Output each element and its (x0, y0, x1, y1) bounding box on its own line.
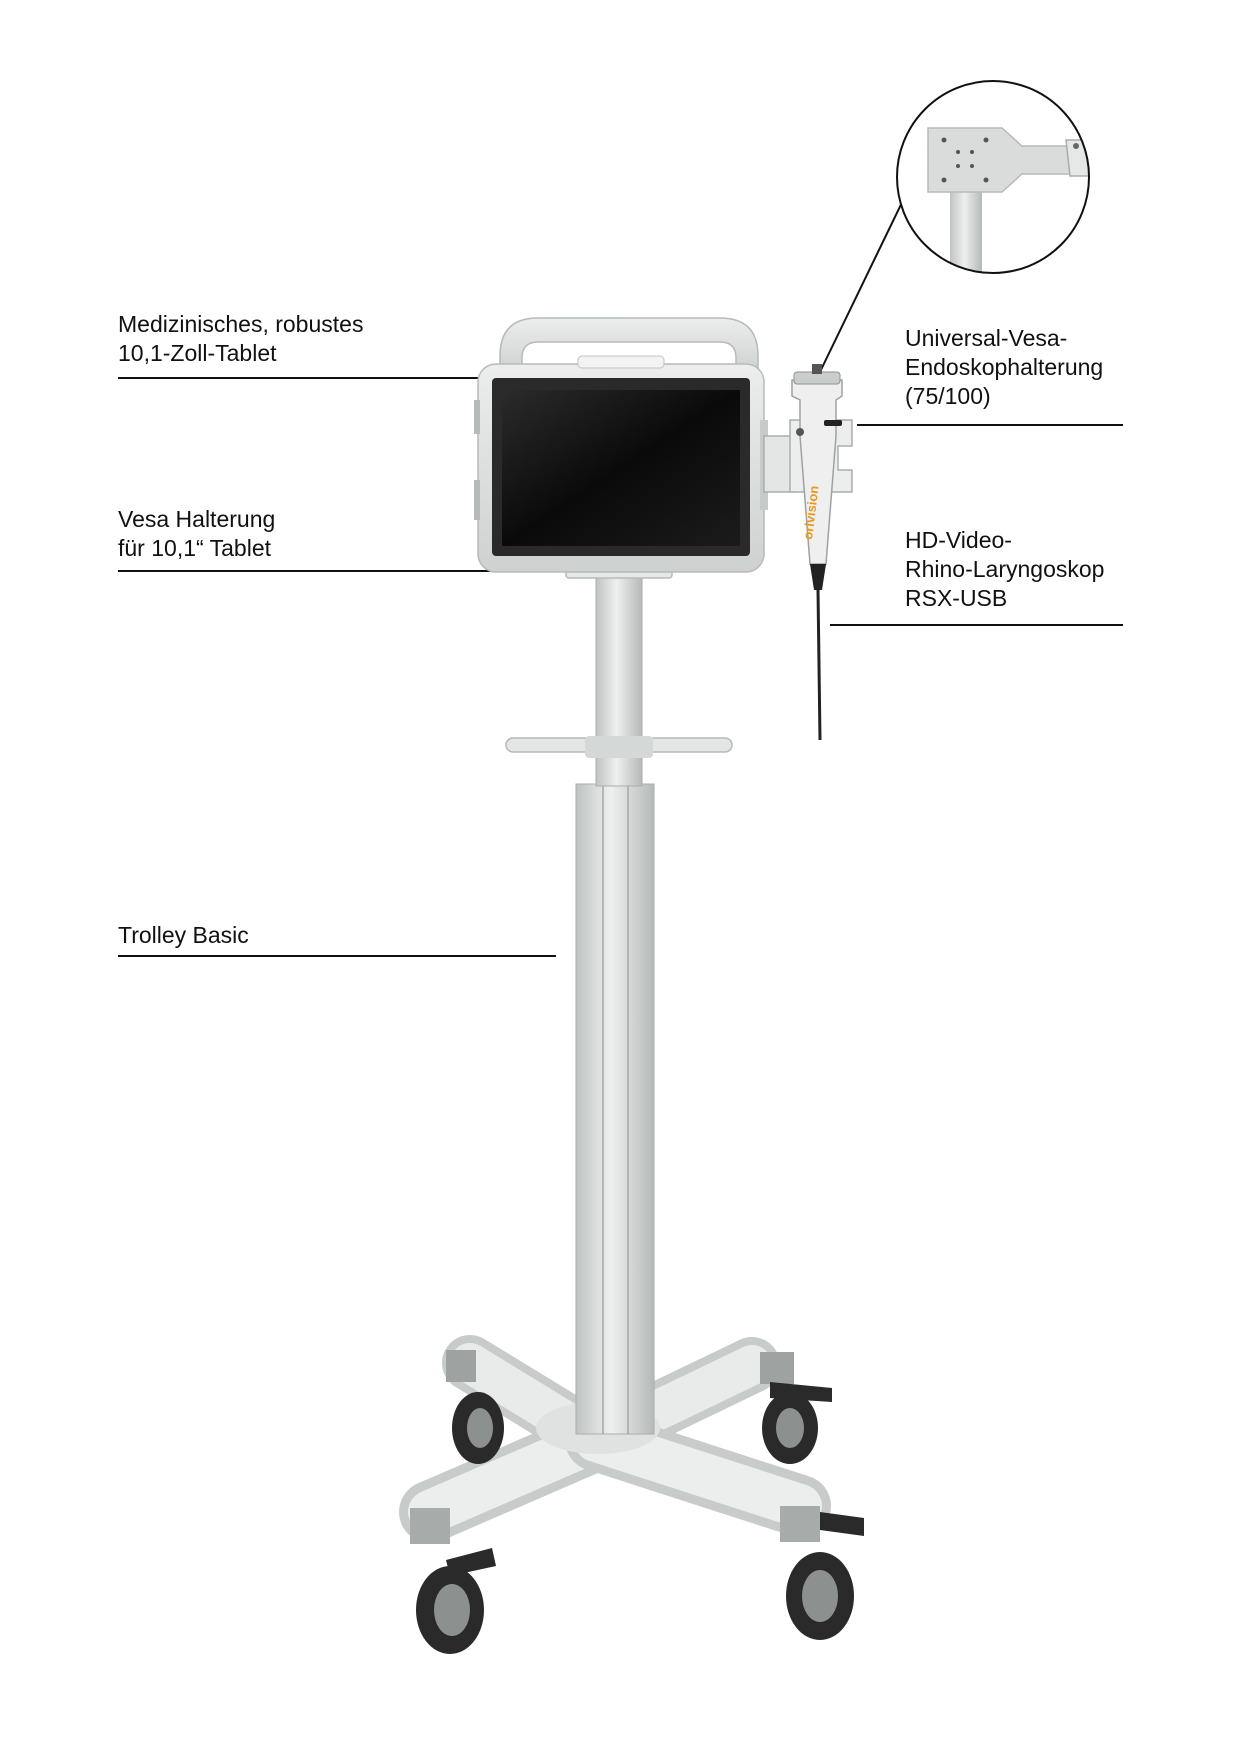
callout-label-trolley: Trolley Basic (118, 921, 249, 950)
caster-wheel-front-right (780, 1506, 864, 1640)
medical-tablet (474, 317, 768, 573)
callout-line: Universal-Vesa- (905, 325, 1068, 351)
callout-line: Medizinisches, robustes (118, 311, 364, 337)
handle-bar (505, 736, 733, 758)
caster-wheel-back-right (760, 1352, 832, 1464)
callout-line: RSX-USB (905, 585, 1008, 611)
callout-line: (75/100) (905, 383, 991, 409)
callout-label-tablet: Medizinisches, robustes 10,1-Zoll-Tablet (118, 310, 363, 368)
callout-line: Endoskophalterung (905, 354, 1104, 380)
callout-line: für 10,1“ Tablet (118, 535, 272, 561)
zoom-detail (896, 80, 1090, 274)
callout-label-laryngoscope: HD-Video- Rhino-Laryngoskop RSX-USB (905, 526, 1104, 613)
caster-wheel-back-left (446, 1350, 504, 1464)
callout-label-endoscope-holder: Universal-Vesa- Endoskophalterung (75/10… (905, 324, 1103, 411)
callout-line: Rhino-Laryngoskop (905, 556, 1105, 582)
callout-line: HD-Video- (905, 527, 1012, 553)
trolley-column (575, 569, 655, 1435)
zoom-connector-line (817, 189, 909, 377)
caster-wheel-front-left (410, 1508, 496, 1654)
brand-text: orlvision (800, 485, 821, 541)
callout-line: Trolley Basic (118, 922, 249, 948)
callout-line: Vesa Halterung (118, 506, 276, 532)
callout-label-vesa-mount: Vesa Halterung für 10,1“ Tablet (118, 505, 275, 563)
callout-line: 10,1-Zoll-Tablet (118, 340, 277, 366)
rhino-laryngoscope: orlvision (791, 364, 843, 741)
